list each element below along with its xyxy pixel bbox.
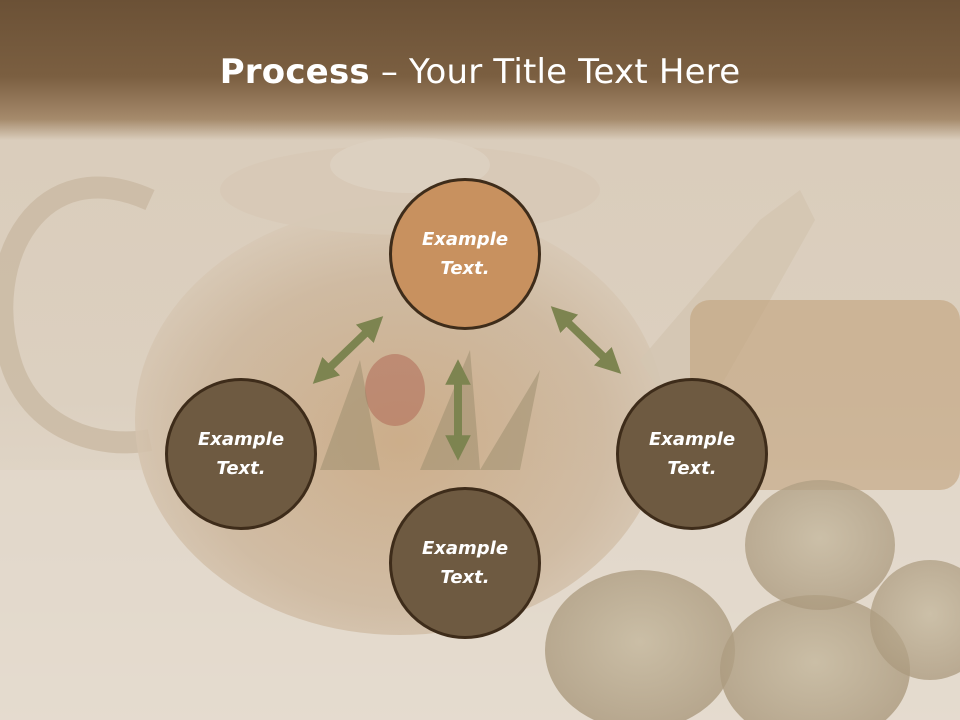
- process-node-left[interactable]: Example Text.: [165, 378, 317, 530]
- node-text-line2: Text.: [667, 458, 717, 479]
- header-band: [0, 0, 960, 140]
- process-node-right[interactable]: Example Text.: [616, 378, 768, 530]
- title-rest: – Your Title Text Here: [369, 52, 741, 92]
- node-text-line1: Example: [421, 538, 509, 559]
- node-text-line2: Text.: [440, 258, 490, 279]
- slide-title: Process – Your Title Text Here: [0, 52, 960, 92]
- arrow-top-left: [312, 316, 384, 384]
- node-text-line1: Example: [648, 429, 736, 450]
- process-node-top[interactable]: Example Text.: [389, 178, 541, 330]
- process-node-bottom[interactable]: Example Text.: [389, 487, 541, 639]
- title-bold: Process: [219, 52, 370, 92]
- node-text-line2: Text.: [216, 458, 266, 479]
- node-text-line2: Text.: [440, 567, 490, 588]
- arrow-top-right: [550, 306, 622, 374]
- node-text-line1: Example: [421, 229, 509, 250]
- node-text-line1: Example: [197, 429, 285, 450]
